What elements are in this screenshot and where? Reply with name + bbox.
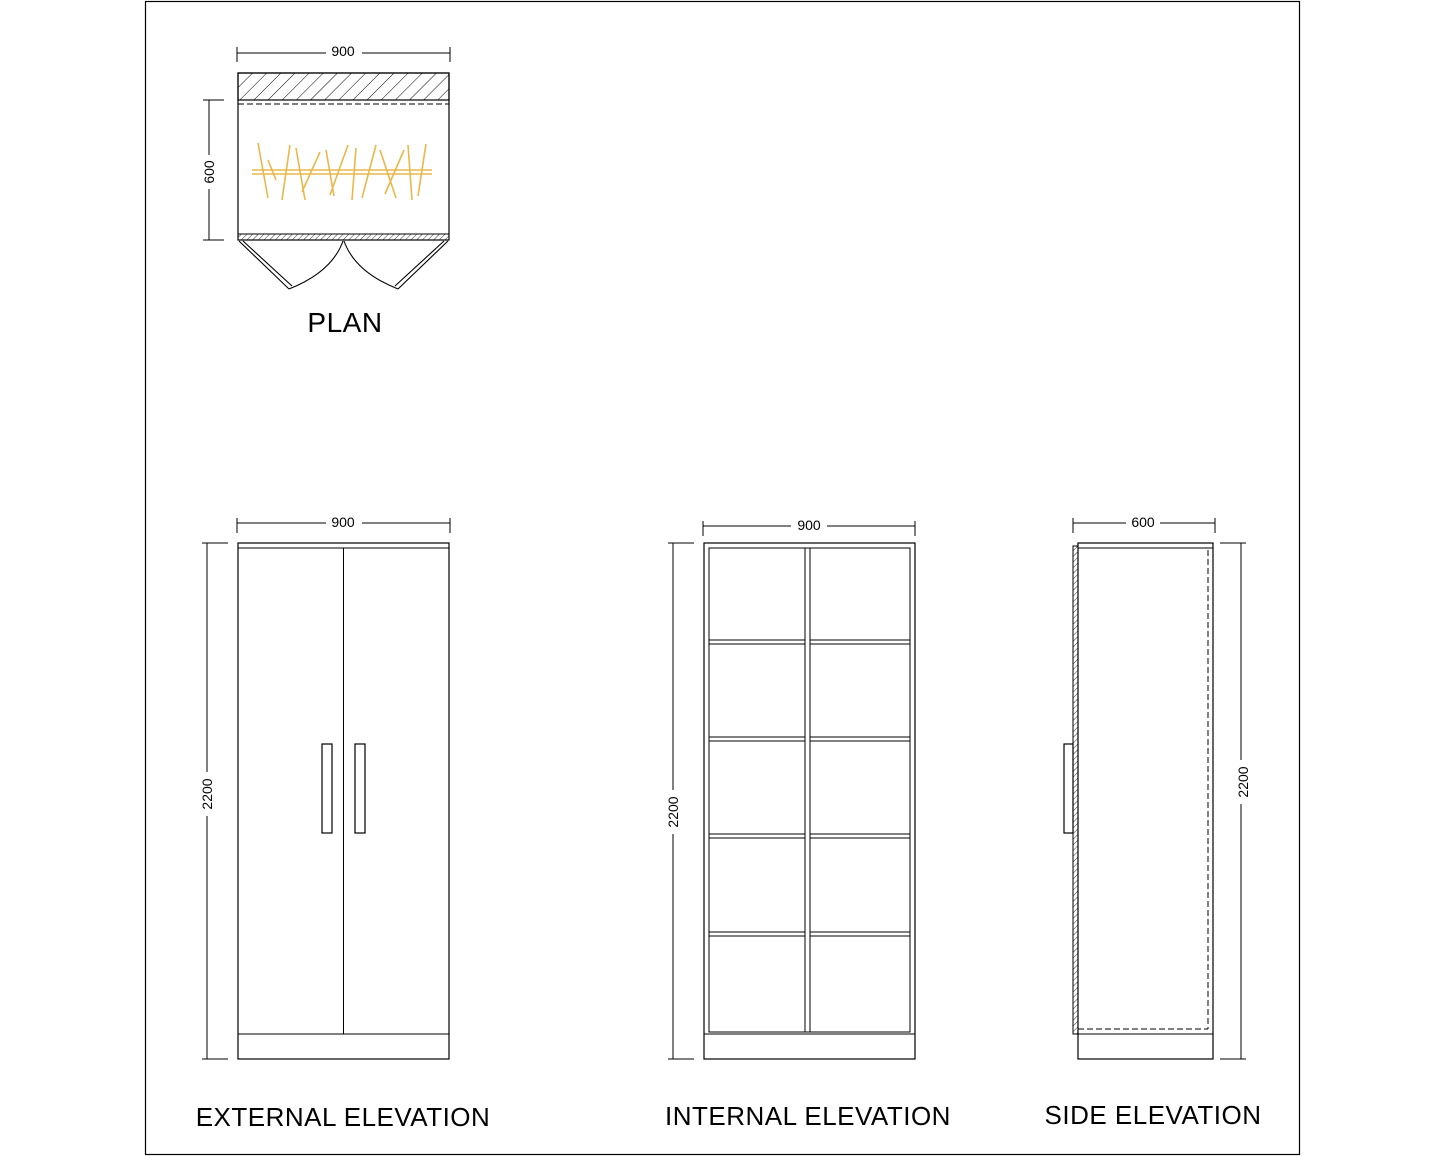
external-width-label: 900 [331,514,355,530]
external-elevation-title: EXTERNAL ELEVATION [196,1102,491,1132]
internal-height-label: 2200 [665,796,681,827]
side-door-edge [1072,545,1079,1035]
side-height-label: 2200 [1235,766,1251,797]
internal-elevation-view: 900 2200 INTERNAL ELEVATION [664,517,951,1131]
plan-hanger-rail [252,142,432,201]
plan-front-strip [237,233,450,241]
plan-depth-label: 600 [201,160,217,184]
side-handle [1063,743,1074,834]
internal-width-label: 900 [797,517,821,533]
side-elevation-view: 600 2200 SIDE ELEVATION [1045,514,1262,1130]
sheet-border [144,0,1301,1156]
plan-back-panel [237,72,450,101]
external-elevation-view: 900 2200 EXTERNAL ELEVATION [196,514,491,1132]
right-door-handle [354,743,366,834]
plan-title: PLAN [307,307,382,338]
left-door-handle [321,743,333,834]
external-height-label: 2200 [199,778,215,809]
internal-shelves [709,639,910,937]
side-elevation-title: SIDE ELEVATION [1045,1100,1262,1130]
side-carcass [1077,542,1214,1060]
plan-view: 900 600 [200,43,451,338]
internal-elevation-title: INTERNAL ELEVATION [665,1101,951,1131]
plan-door-swings [238,240,449,290]
internal-carcass [703,542,916,1060]
side-width-label: 600 [1131,514,1155,530]
external-carcass [237,542,450,1060]
plan-width-label: 900 [331,43,355,59]
